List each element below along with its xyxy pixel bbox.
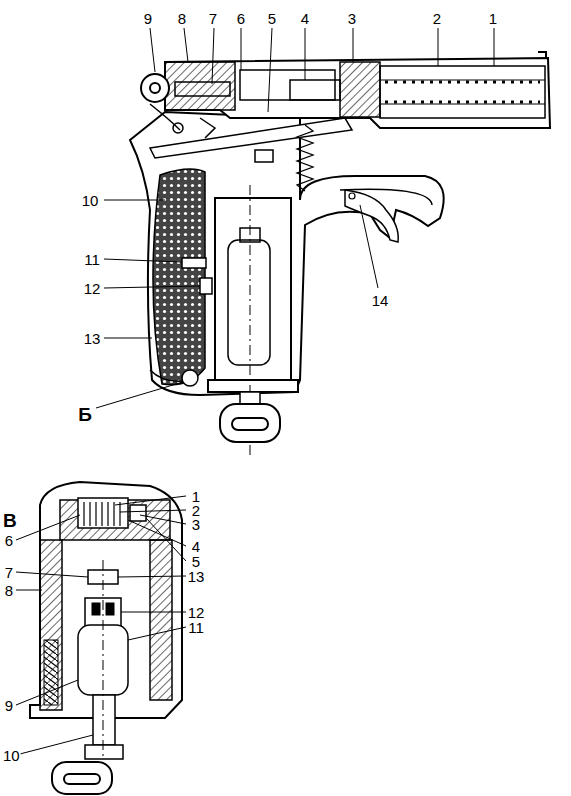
callout-number: 5 xyxy=(267,11,277,26)
callout-number: 2 xyxy=(191,503,201,518)
callout-number: 1 xyxy=(191,489,201,504)
callout-number: 8 xyxy=(177,11,187,26)
callout-number: 14 xyxy=(371,293,390,308)
leader-lines xyxy=(16,28,494,755)
callout-number: 9 xyxy=(143,11,153,26)
callout-number: 4 xyxy=(191,539,201,554)
callout-number: 6 xyxy=(236,11,246,26)
pistol-side-view xyxy=(130,52,550,455)
callout-number: 5 xyxy=(191,554,201,569)
grip-section-view xyxy=(30,482,182,794)
callout-number: 12 xyxy=(187,605,206,620)
callout-number: 3 xyxy=(191,517,201,532)
callout-number: 7 xyxy=(208,11,218,26)
callout-number: 13 xyxy=(83,331,102,346)
callout-number: 11 xyxy=(83,252,101,267)
callout-number: 10 xyxy=(81,193,100,208)
callout-number: 13 xyxy=(187,569,206,584)
callout-number: 8 xyxy=(4,583,14,598)
callout-number: 12 xyxy=(83,281,102,296)
callout-number: 11 xyxy=(187,620,205,635)
callout-number: 9 xyxy=(4,698,14,713)
callout-number: 10 xyxy=(2,748,21,763)
callout-number: Б xyxy=(77,405,93,424)
callout-number: 3 xyxy=(347,11,357,26)
callout-number: 6 xyxy=(4,533,14,548)
callout-number: 4 xyxy=(300,11,310,26)
callout-number: 1 xyxy=(488,11,498,26)
callout-number: В xyxy=(2,511,18,530)
callout-number: 2 xyxy=(432,11,442,26)
callout-number: 7 xyxy=(4,565,14,580)
